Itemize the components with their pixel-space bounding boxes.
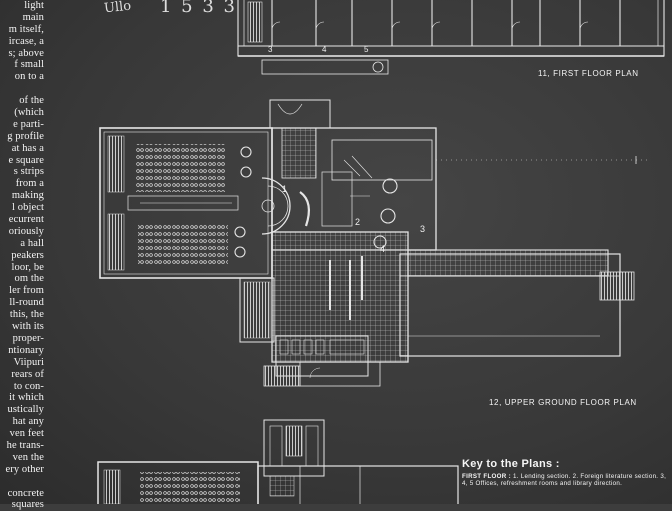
body-text-line: loor, be bbox=[11, 261, 44, 273]
upper-ground-floor-plan-caption: 12, UPPER GROUND FLOOR PLAN bbox=[489, 398, 637, 407]
body-text-line: a hall bbox=[20, 237, 44, 249]
body-text-line: ler from bbox=[9, 285, 44, 297]
room-number: 1 bbox=[282, 184, 287, 194]
body-text-line: proper- bbox=[12, 332, 44, 344]
key-title: Key to the Plans : bbox=[462, 458, 560, 470]
body-text-line: peakers bbox=[11, 249, 44, 261]
body-text-line: hat any bbox=[12, 416, 44, 428]
body-text-line: from a bbox=[15, 178, 44, 190]
body-text-line: he trans- bbox=[6, 439, 44, 451]
body-text-line: ery other bbox=[5, 463, 44, 475]
body-text-line: of the bbox=[19, 95, 44, 107]
body-text-line: on to a bbox=[14, 71, 44, 83]
room-number: 4 bbox=[380, 244, 385, 254]
body-text-line: it which bbox=[9, 392, 44, 404]
first-floor-plan-caption: 11, FIRST FLOOR PLAN bbox=[538, 69, 639, 78]
body-text-line: m itself, bbox=[8, 23, 44, 35]
body-text-line: this, the bbox=[9, 309, 44, 321]
body-text-line: (which bbox=[14, 107, 44, 119]
handwritten-note-large: 1 5 3 3 bbox=[160, 0, 237, 17]
body-text-line: rears of bbox=[11, 368, 44, 380]
body-text-line: to con- bbox=[13, 380, 44, 392]
body-text-line: ven feet bbox=[9, 428, 44, 440]
body-text-line: oriously bbox=[8, 225, 44, 237]
body-text-line: e parti- bbox=[13, 118, 44, 130]
body-text-line: light bbox=[24, 0, 44, 11]
body-text-line: ntionary bbox=[8, 344, 44, 356]
body-text-line: with its bbox=[11, 321, 44, 333]
body-text-line: concrete bbox=[7, 487, 44, 499]
first-floor-plan bbox=[237, 0, 665, 75]
body-text-line: s; above bbox=[8, 47, 44, 59]
room-number: 3 bbox=[268, 45, 273, 54]
lower-plan-cropped bbox=[97, 419, 459, 504]
body-text-line: g profile bbox=[7, 130, 44, 142]
room-number: 5 bbox=[364, 45, 369, 54]
room-number: 2 bbox=[355, 217, 360, 227]
room-number: 4 bbox=[322, 45, 327, 54]
plan-key: Key to the Plans : FIRST FLOOR : 1. Lend… bbox=[462, 458, 667, 488]
key-first-floor-label: FIRST FLOOR : bbox=[462, 473, 511, 480]
body-text-line: making bbox=[11, 190, 44, 202]
body-text-line: l object bbox=[12, 202, 44, 214]
body-text-line: ven the bbox=[12, 451, 44, 463]
room-number: 3 bbox=[420, 224, 425, 234]
body-text-line: f small bbox=[14, 59, 44, 71]
body-text-line: s strips bbox=[13, 166, 44, 178]
body-text-line: Viipuri bbox=[13, 356, 44, 368]
body-text-line: at has a bbox=[11, 142, 44, 154]
key-first-floor-text: 1. Lending section. 2. Foreign literatur… bbox=[462, 473, 667, 488]
body-text-line: e square bbox=[8, 154, 44, 166]
body-text-line: ecurrent bbox=[8, 214, 44, 226]
upper-ground-floor-plan bbox=[99, 99, 648, 387]
key-text: FIRST FLOOR : 1. Lending section. 2. For… bbox=[462, 473, 667, 488]
body-text-line: ustically bbox=[7, 404, 44, 416]
body-text-line: om the bbox=[14, 273, 44, 285]
body-text-line: ll-round bbox=[9, 297, 44, 309]
body-text-line: main bbox=[22, 11, 44, 23]
body-text-line: ircase, a bbox=[8, 35, 44, 47]
